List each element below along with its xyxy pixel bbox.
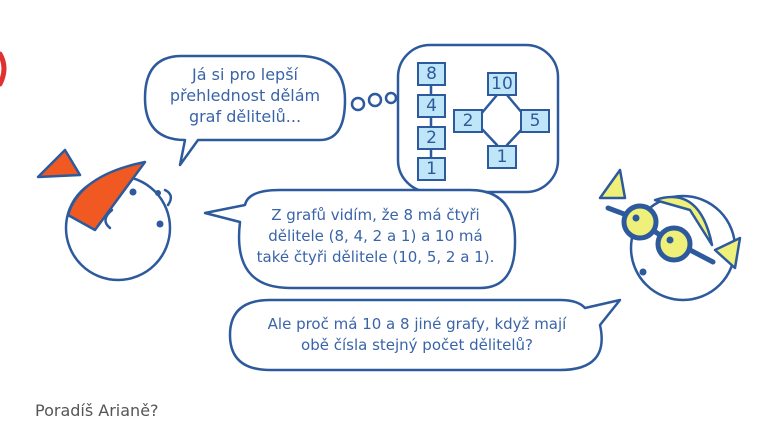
- glasses: [605, 203, 716, 265]
- boy-hair: [66, 160, 147, 232]
- text-line: Z grafů vidím, že 8 má čtyři: [271, 206, 480, 224]
- speech-bubble-observation: [203, 188, 517, 290]
- text-line: také čtyři dělitele (10, 5, 2 a 1).: [256, 248, 495, 266]
- text-line: dělitele (8, 4, 2 a 1) a 10 má: [268, 227, 483, 245]
- text-line: přehlednost dělám: [169, 86, 321, 105]
- girl-hair: [653, 195, 714, 247]
- text-line: graf dělitelů...: [188, 107, 302, 126]
- graph-node: 4: [417, 94, 446, 118]
- thought-dot: [367, 92, 383, 108]
- text-line: obě čísla stejný počet dělitelů?: [301, 336, 533, 354]
- red-mark: [0, 51, 7, 87]
- graph-node: 1: [417, 157, 446, 181]
- question-text: Ale proč má 10 a 8 jiné grafy, když mají…: [232, 314, 602, 356]
- text-line: Ale proč má 10 a 8 jiné grafy, když mají: [267, 315, 567, 333]
- graph-node: 2: [417, 126, 446, 150]
- text-line: Já si pro lepší: [192, 65, 298, 84]
- speech-bubble-question: [228, 298, 622, 372]
- intro-text: Já si pro lepší přehlednost dělám graf d…: [145, 64, 345, 127]
- thought-dot: [384, 91, 398, 105]
- observation-text: Z grafů vidím, že 8 má čtyři dělitele (8…: [238, 205, 513, 268]
- graph-node: 1: [487, 145, 517, 169]
- speech-bubble-intro: [143, 54, 347, 167]
- thought-dot: [350, 96, 366, 112]
- graph-node: 8: [417, 62, 446, 86]
- prompt-text: Poradíš Arianě?: [35, 401, 159, 420]
- graph-node: 2: [453, 109, 483, 133]
- graph-node: 5: [520, 109, 550, 133]
- boy-bow: [36, 148, 82, 179]
- graph-node: 10: [487, 72, 517, 96]
